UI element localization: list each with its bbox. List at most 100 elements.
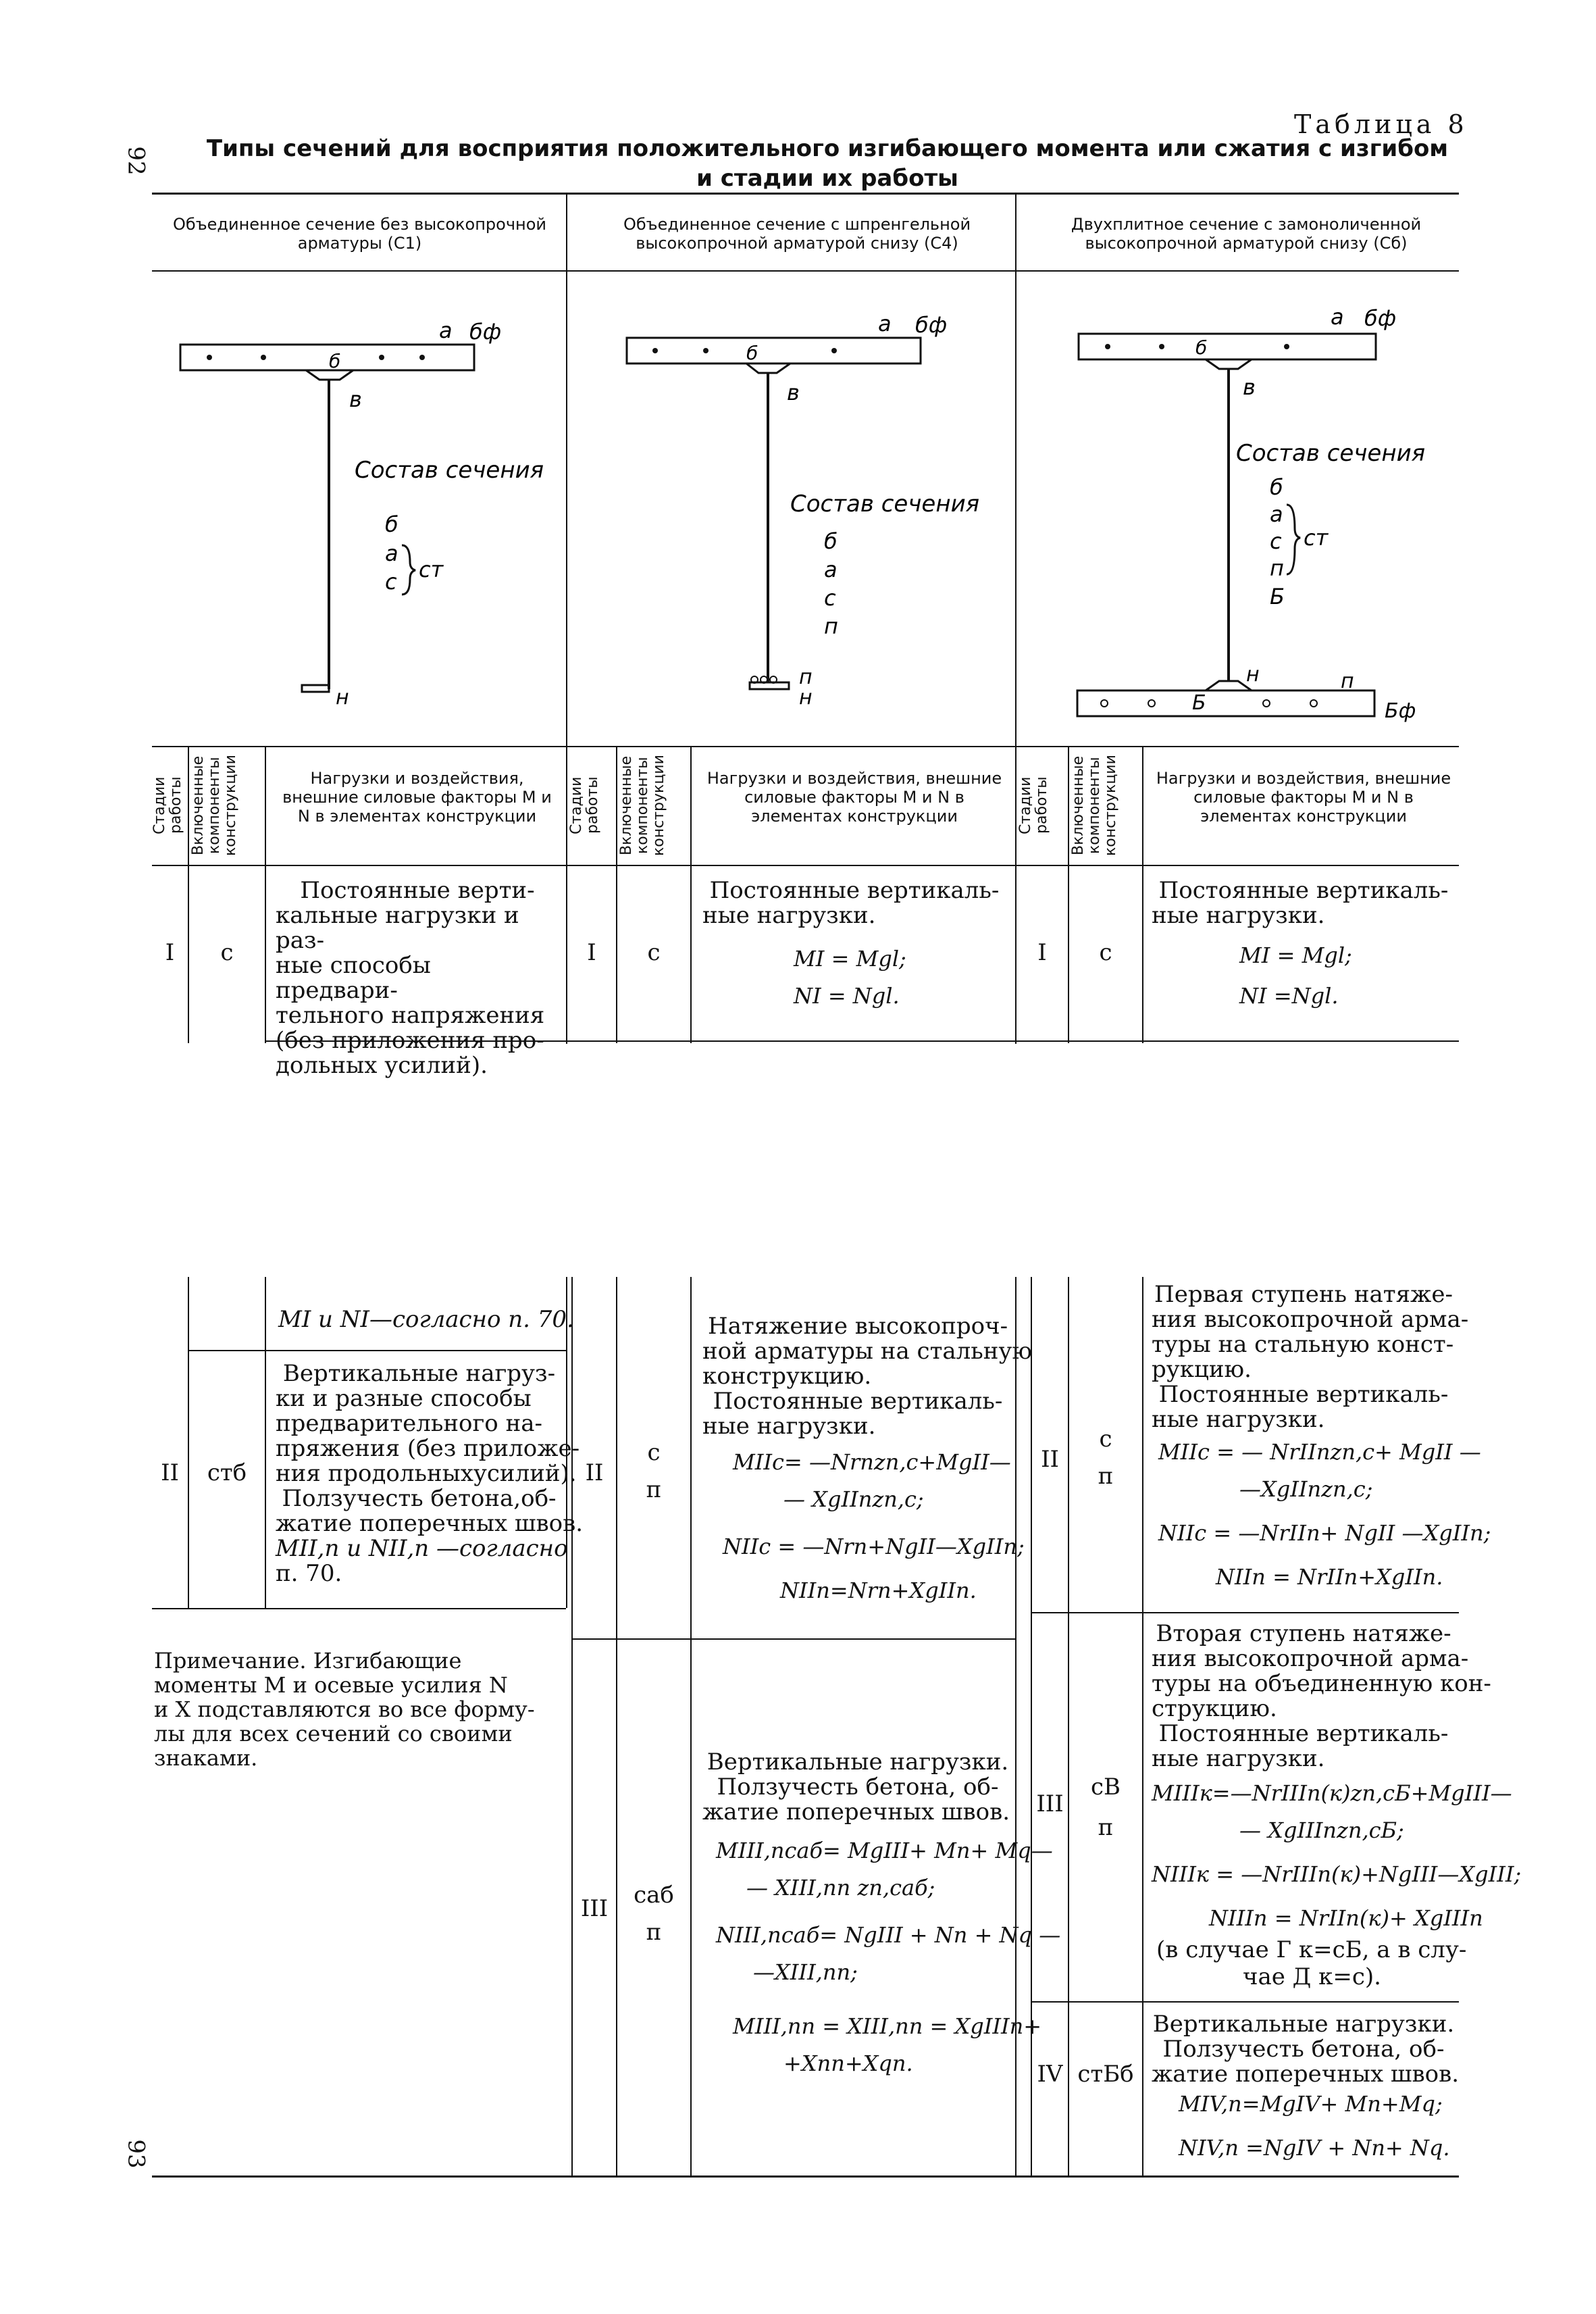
divider-col1 (566, 193, 567, 1044)
note-line: лы для всех сечений со своими (154, 1721, 513, 1746)
c6-left-border (1031, 1277, 1032, 2175)
note-line: и X подставляются во все форму- (154, 1696, 535, 1722)
c4-formula-4: — XgIIпzп,с; (783, 1486, 924, 1512)
c4-formula-8: — XIII,пп zп,саб; (746, 1875, 935, 1901)
table-title-line2: и стадии их работы (696, 165, 958, 192)
rule-stage1-bottom (265, 1040, 1459, 1042)
c4-stage-3: III (580, 1895, 609, 1922)
c4-text-2-line: Постоянные вертикаль- (713, 1388, 1003, 1415)
c6-formula-1: MI = Mgl; (1239, 942, 1352, 968)
c1-comp-1: с (220, 939, 234, 966)
c1-text-2-ref-b: п. 70. (276, 1560, 342, 1587)
note-line: знаками. (154, 1745, 258, 1771)
c1-text-2-line: Вертикальные нагруз- (282, 1360, 556, 1387)
col-header-stage-c4: Стадии работы (568, 776, 601, 834)
c6-text-2-line: туры на стальную конст- (1152, 1331, 1454, 1358)
note-line: Примечание. Изгибающие (154, 1648, 462, 1674)
c1-text-2-line: Ползучесть бетона,об- (282, 1485, 557, 1512)
col-header-included-c6: Включенные компоненты конструкции (1070, 755, 1119, 856)
c6-text-3: Вторая ступень натяже- ния высокопрочной… (1152, 1621, 1491, 1771)
c6-formula-3: MIIс = — NrIIпzп,с+ MgII — (1158, 1439, 1481, 1465)
c6-text-1: Постоянные вертикаль- ные нагрузки. (1152, 878, 1456, 928)
table-title: Типы сечений для восприятия положительно… (176, 134, 1479, 193)
c4-text-3-line: Ползучесть бетона, об- (717, 1774, 999, 1801)
c6-stage-1: I (1037, 939, 1047, 966)
c6-text-2-line: Первая ступень натяже- (1154, 1281, 1453, 1308)
c1-text-2-ref: MII,п и NII,п —согласно (276, 1535, 568, 1562)
c4-formula-12: +Xпп+Xqп. (783, 2051, 913, 2076)
section-header-c4: Объединенное сечение с шпренгельной высо… (623, 215, 971, 253)
c6-formula-11: (в случае Г к=сБ, а в слу- (1156, 1936, 1467, 1963)
note-line: моменты M и осевые усилия N (154, 1672, 508, 1698)
c6-list-2: с (1270, 528, 1282, 554)
rule-c4-mid (571, 1638, 1015, 1640)
c1-text-2-line: пряжения (без приложе- (276, 1435, 580, 1462)
c4-left-border (571, 1277, 573, 2175)
c6-label-b: б (1195, 336, 1207, 359)
c6-text-1-line: ные нагрузки. (1152, 902, 1325, 929)
c1-composition-label: Состав сечения (355, 457, 544, 484)
c1-text-1-line: тельного напряжения (276, 1002, 545, 1029)
c6-text-2-line: рукцию. (1152, 1356, 1252, 1383)
c6-label-bf: бф (1364, 305, 1396, 331)
page-number-top: 92 (122, 146, 150, 176)
sub-divider (265, 1277, 266, 1608)
rule-bottom (152, 2175, 1459, 2178)
c1-brace (401, 544, 416, 596)
c6-stage-3: III (1036, 1790, 1064, 1817)
c4-list-0: б (824, 528, 838, 554)
col-header-loads-c4: Нагрузки и воздействия, внешние силовые … (706, 769, 1002, 826)
c6-text-3-line: Постоянные вертикаль- (1158, 1720, 1449, 1747)
section-header-c1: Объединенное сечение без высокопрочной а… (173, 215, 546, 253)
c6-text-4-line: жатие поперечных швов. (1152, 2061, 1460, 2088)
divider-col1 (566, 1277, 567, 1608)
c4-haunch (746, 362, 791, 374)
c4-comp-2b: п (646, 1476, 662, 1503)
c4-list-3: п (824, 613, 838, 639)
c1-text-1-line: Постоянные верти- (300, 877, 535, 904)
c1-text-1-line: дольных усилий). (276, 1052, 488, 1079)
c1-mn-ref: MI и NI—согласно п. 70. (278, 1306, 574, 1333)
c4-text-1: Постоянные вертикаль- ные нагрузки. (702, 878, 1006, 928)
c4-stage-1: I (587, 939, 596, 966)
sub-divider (1142, 746, 1143, 1043)
rule-sketch-bottom (152, 746, 1459, 747)
c4-list-1: а (824, 557, 838, 582)
c1-label-b: б (329, 350, 340, 372)
divider-col2 (1015, 193, 1016, 1044)
c6-label-Bf: Бф (1385, 699, 1416, 723)
c6-brace (1286, 503, 1301, 576)
c6-comp-2a: с (1099, 1426, 1112, 1453)
c6-text-4: Вертикальные нагрузки. Ползучесть бетона… (1152, 2011, 1460, 2088)
c6-comp-2b: п (1098, 1463, 1114, 1490)
c1-stage-2: II (161, 1459, 179, 1486)
col-header-loads-c1: Нагрузки и воздействия, внешние силовые … (282, 769, 552, 826)
c4-text-1-line: ные нагрузки. (702, 902, 876, 929)
sub-divider (188, 1277, 189, 1608)
c4-label-v: в (787, 380, 800, 405)
c4-formula-10: —XIII,пп; (753, 1959, 858, 1985)
sub-divider (690, 746, 692, 1043)
c4-composition-label: Состав сечения (790, 491, 979, 518)
c6-formula-2: NI =Ngl. (1239, 983, 1339, 1009)
c6-formula-13: MIV,п=MgIV+ Mп+Mq; (1179, 2091, 1443, 2117)
c6-text-2-line: ные нагрузки. (1152, 1406, 1325, 1433)
c6-formula-12: чае Д к=с). (1243, 1963, 1381, 1990)
c1-text-2-line: ния продольныхусилий). (276, 1460, 577, 1487)
c1-text-2-line: предварительного на- (276, 1410, 543, 1437)
c6-text-4-line: Вертикальные нагрузки. (1152, 2011, 1455, 2038)
c1-comp-2: стб (207, 1459, 247, 1486)
table-title-line1: Типы сечений для восприятия положительно… (206, 135, 1449, 162)
c4-formula-3: MIIс= —Nrпzп,с+MgII— (733, 1449, 1011, 1475)
c6-formula-5: NIIс = —NrIIп+ NgII —XgIIп; (1158, 1520, 1491, 1546)
c6-text-2-line: ния высокопрочной арма- (1152, 1306, 1469, 1333)
rule-colheader-bottom (152, 865, 1459, 866)
reinforcement-dots (207, 344, 1318, 707)
c1-slab (179, 343, 475, 372)
c6-list-4: Б (1270, 584, 1285, 609)
col-header-included-c1: Включенные компоненты конструкции (190, 755, 239, 856)
sub-divider (265, 746, 266, 1043)
page-number-bottom: 93 (122, 2139, 150, 2169)
c4-comp-3b: п (646, 1919, 662, 1946)
c1-text-1: Постоянные верти- кальные нагрузки и раз… (276, 878, 559, 1078)
